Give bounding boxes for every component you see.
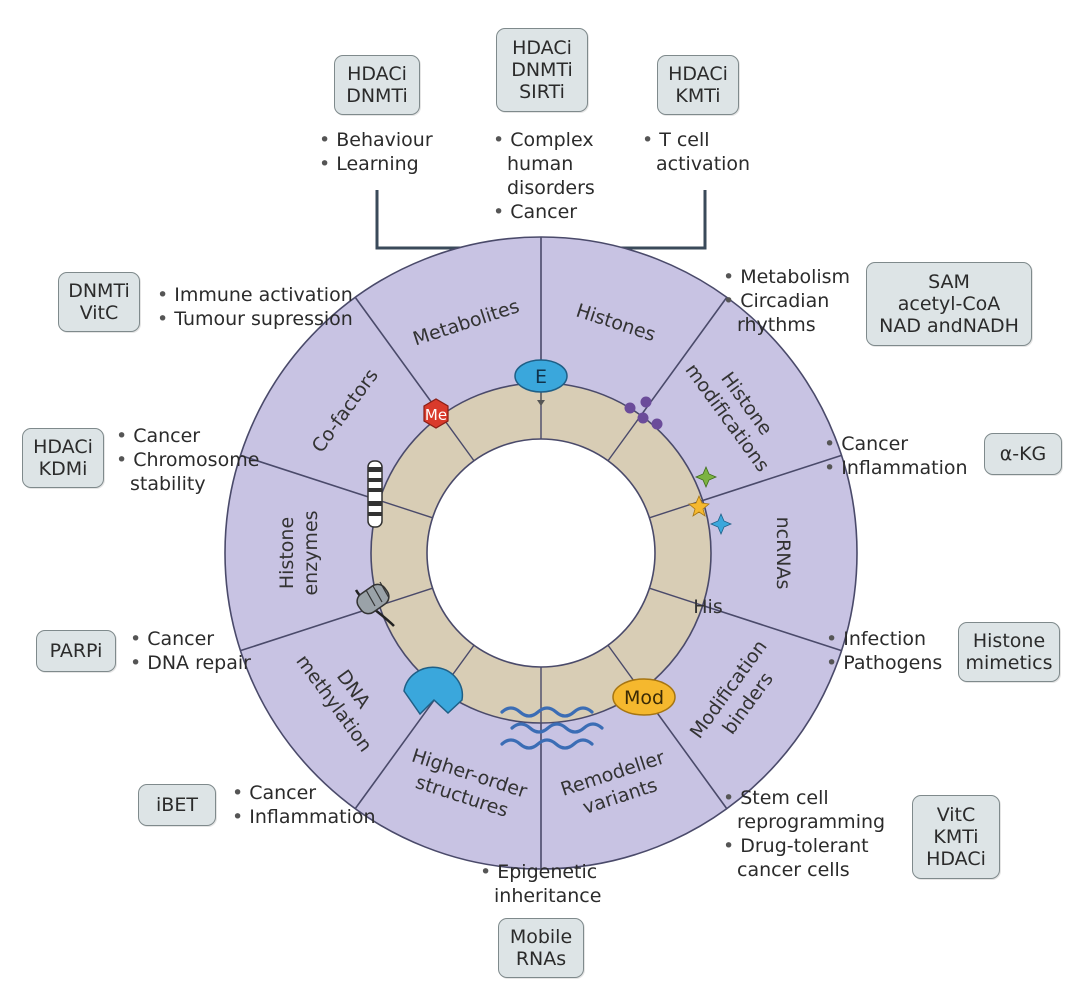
list-item: Cancer bbox=[824, 432, 968, 456]
list-item: Epigenetic bbox=[480, 860, 601, 884]
inner-divider bbox=[607, 415, 642, 462]
metabolites-list: Cancer Inflammation bbox=[824, 432, 968, 480]
mod-label: Mod bbox=[624, 687, 664, 709]
reader-protein-icon bbox=[403, 666, 464, 716]
dna-methylation-drug-box: DNMTi VitC bbox=[58, 272, 140, 332]
histone-mods-list: Stem cell reprogramming Drug-tolerant ca… bbox=[723, 786, 885, 882]
list-item: Chromosome bbox=[116, 448, 259, 472]
remodeller-list: Cancer DNA repair bbox=[130, 627, 251, 675]
segment-label-ncrnas: ncRNAs bbox=[772, 517, 794, 590]
histone-mods-box: VitC KMTi HDACi bbox=[912, 795, 1000, 879]
list-item: Pathogens bbox=[826, 651, 942, 675]
his-label: His bbox=[693, 596, 722, 618]
list-item: Inflammation bbox=[824, 456, 967, 480]
top-list-2: Complex human disorders Cancer bbox=[493, 128, 595, 224]
outer-divider bbox=[702, 454, 842, 502]
list-item: Cancer bbox=[232, 781, 376, 805]
nucleosome-icon bbox=[354, 581, 395, 627]
co-factors-box: SAM acetyl-CoA NAD andNADH bbox=[866, 262, 1032, 346]
dna-methylation-list: Immune activation Tumour supression bbox=[157, 283, 353, 331]
higher-order-list: Cancer Chromosome stability bbox=[116, 424, 259, 496]
inner-divider bbox=[379, 499, 433, 519]
list-item: DNA repair bbox=[130, 651, 251, 675]
histones-list: Infection Pathogens bbox=[826, 627, 942, 675]
list-item: Drug-tolerant bbox=[723, 834, 885, 858]
top-list-3: T cell activation bbox=[642, 128, 750, 176]
inner-divider bbox=[649, 587, 703, 607]
list-item: Metabolism bbox=[723, 265, 850, 289]
metabolites-box: α-KG bbox=[984, 433, 1062, 475]
outer-divider bbox=[240, 454, 380, 502]
metabolite-stars-icon bbox=[688, 465, 733, 536]
methyl-hexagon-icon: Me bbox=[423, 398, 449, 429]
list-item: Stem cell bbox=[723, 786, 885, 810]
list-item: Cancer bbox=[116, 424, 259, 448]
inner-divider bbox=[440, 415, 475, 462]
co-factors-list: Metabolism Circadian rhythms bbox=[723, 265, 850, 337]
outer-divider bbox=[240, 604, 380, 652]
list-item: Tumour supression bbox=[157, 307, 353, 331]
ncrnas-box: Mobile RNAs bbox=[498, 918, 584, 978]
higher-order-drug-box: HDACi KDMi bbox=[22, 428, 104, 488]
list-item: Learning bbox=[319, 152, 433, 176]
top-box-2: HDACi DNMTi SIRTi bbox=[496, 28, 588, 112]
outer-divider bbox=[354, 296, 442, 416]
binders-drug-box: iBET bbox=[138, 784, 216, 826]
list-item: Behaviour bbox=[319, 128, 432, 152]
top-box-3: HDACi KMTi bbox=[657, 55, 739, 115]
histones-box: Histone mimetics bbox=[958, 622, 1060, 682]
inner-divider bbox=[379, 587, 433, 607]
enzyme-icon: E bbox=[514, 359, 568, 406]
list-item: Cancer bbox=[130, 627, 251, 651]
top-box-1: HDACi DNMTi bbox=[334, 55, 420, 115]
list-item: Immune activation bbox=[157, 283, 353, 307]
rna-waves-icon bbox=[500, 706, 604, 750]
methyl-label: Me bbox=[425, 406, 447, 424]
list-item: Complex bbox=[493, 128, 595, 152]
cofactor-dots-icon bbox=[624, 396, 663, 430]
list-item: Cancer bbox=[493, 200, 595, 224]
list-item: T cell bbox=[642, 128, 750, 152]
outer-divider bbox=[702, 604, 842, 652]
top-list-1: Behaviour Learning bbox=[319, 128, 433, 176]
enzyme-label: E bbox=[535, 366, 547, 388]
outer-divider bbox=[640, 296, 728, 416]
list-item: Circadian bbox=[723, 289, 850, 313]
ncrnas-list: Epigenetic inheritance bbox=[480, 860, 601, 908]
remodeller-drug-box: PARPi bbox=[36, 630, 116, 672]
chromosome-icon bbox=[367, 460, 383, 528]
list-item: Infection bbox=[826, 627, 942, 651]
modification-icon: Mod bbox=[612, 678, 676, 716]
binders-list: Cancer Inflammation bbox=[232, 781, 376, 829]
list-item: Inflammation bbox=[232, 805, 375, 829]
